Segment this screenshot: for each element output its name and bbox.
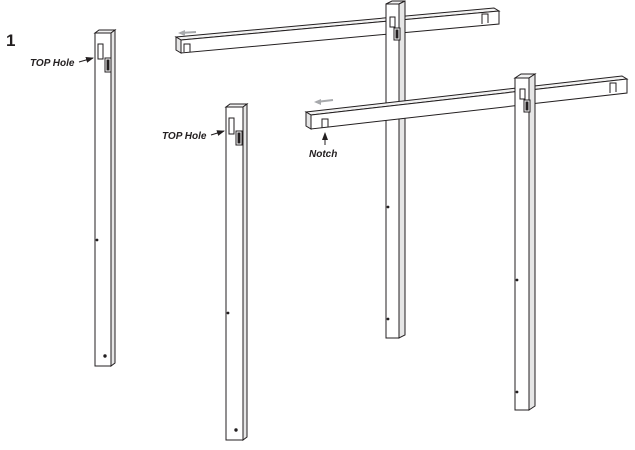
callout-top-hole-left: TOP Hole xyxy=(30,57,94,69)
back-beam-direction-arrow xyxy=(178,30,197,36)
left-post xyxy=(93,29,117,367)
front-beam-direction-arrow xyxy=(314,99,334,105)
notch-label: Notch xyxy=(309,149,337,160)
callout-notch: Notch xyxy=(309,132,337,160)
front-right-post xyxy=(513,73,537,411)
callout-top-hole-middle: TOP Hole xyxy=(162,130,225,142)
middle-post xyxy=(224,103,249,441)
top-hole-left-label: TOP Hole xyxy=(30,58,75,69)
back-right-post xyxy=(385,0,406,339)
top-hole-middle-label: TOP Hole xyxy=(162,131,207,142)
front-beam xyxy=(304,75,629,130)
step-number: 1 xyxy=(6,31,16,50)
back-beam xyxy=(174,7,501,54)
